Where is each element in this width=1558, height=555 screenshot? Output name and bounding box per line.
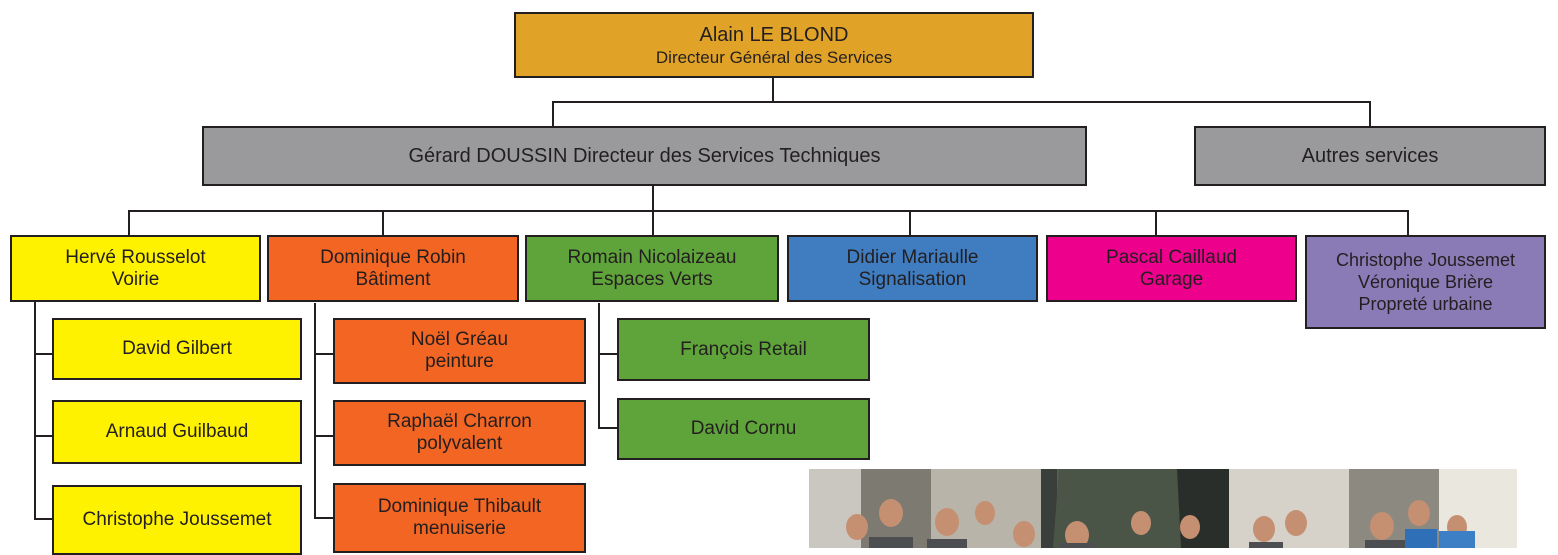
connector-line [34,353,52,355]
department-espaces-verts: Romain Nicolaizeau Espaces Verts [525,235,779,302]
connector-line [314,435,333,437]
department-name: Bâtiment [355,268,431,290]
connector-line [382,210,384,235]
department-voirie: Hervé Rousselot Voirie [10,235,261,302]
tech-director-label: Gérard DOUSSIN Directeur des Services Te… [408,145,881,167]
other-services-label: Autres services [1301,145,1439,167]
staff-box: Dominique Thibault menuiserie [333,483,586,553]
connector-line [652,185,654,211]
department-name: Espaces Verts [591,268,713,290]
staff-box: Noël Gréau peinture [333,318,586,384]
team-photo-illustration [809,469,1517,548]
department-name: Signalisation [858,268,967,290]
staff-name: Dominique Thibault [377,496,542,517]
connector-line [552,101,1370,103]
department-name: Voirie [111,268,160,290]
director-name: Alain LE BLOND [699,23,849,46]
connector-line [34,300,36,520]
connector-line [598,303,600,429]
connector-line [652,210,654,235]
department-name: Propreté urbaine [1358,294,1493,314]
staff-role: polyvalent [416,433,503,454]
department-head: Pascal Caillaud [1106,246,1237,268]
department-head: Didier Mariaulle [846,246,979,268]
connector-line [1407,210,1409,235]
department-head: Hervé Rousselot [65,246,206,268]
staff-name: Raphaël Charron [387,411,532,432]
director-title: Directeur Général des Services [655,47,893,67]
staff-role: menuiserie [413,518,506,539]
staff-box: François Retail [617,318,870,381]
connector-line [314,517,333,519]
connector-line [128,210,130,235]
staff-name: Christophe Joussemet [82,509,272,530]
staff-box: Raphaël Charron polyvalent [333,400,586,466]
department-head-2: Véronique Brière [1357,272,1494,292]
staff-name: Noël Gréau [410,329,509,350]
connector-line [128,210,1408,212]
department-head: Romain Nicolaizeau [567,246,737,268]
connector-line [598,353,617,355]
department-garage: Pascal Caillaud Garage [1046,235,1297,302]
department-proprete: Christophe Joussemet Véronique Brière Pr… [1305,235,1546,329]
staff-box: Arnaud Guilbaud [52,400,302,464]
connector-line [909,210,911,235]
connector-line [552,101,554,127]
staff-name: Arnaud Guilbaud [105,421,249,442]
connector-line [34,435,52,437]
connector-line [314,353,333,355]
connector-line [1369,101,1371,127]
department-head: Christophe Joussemet [1335,250,1516,270]
staff-name: David Cornu [690,418,797,439]
connector-line [34,518,52,520]
department-batiment: Dominique Robin Bâtiment [267,235,519,302]
director-box: Alain LE BLOND Directeur Général des Ser… [514,12,1034,78]
other-services-box: Autres services [1194,126,1546,186]
staff-box: David Gilbert [52,318,302,380]
department-signalisation: Didier Mariaulle Signalisation [787,235,1038,302]
staff-name: François Retail [680,338,807,360]
department-head: Dominique Robin [320,246,466,268]
tech-director-box: Gérard DOUSSIN Directeur des Services Te… [202,126,1087,186]
staff-name: David Gilbert [122,338,232,359]
connector-line [598,427,617,429]
staff-box: Christophe Joussemet [52,485,302,555]
staff-role: peinture [425,351,494,372]
connector-line [1155,210,1157,235]
staff-box: David Cornu [617,398,870,460]
connector-line [314,303,316,519]
team-photo [809,469,1517,548]
connector-line [772,78,774,102]
department-name: Garage [1139,268,1204,290]
